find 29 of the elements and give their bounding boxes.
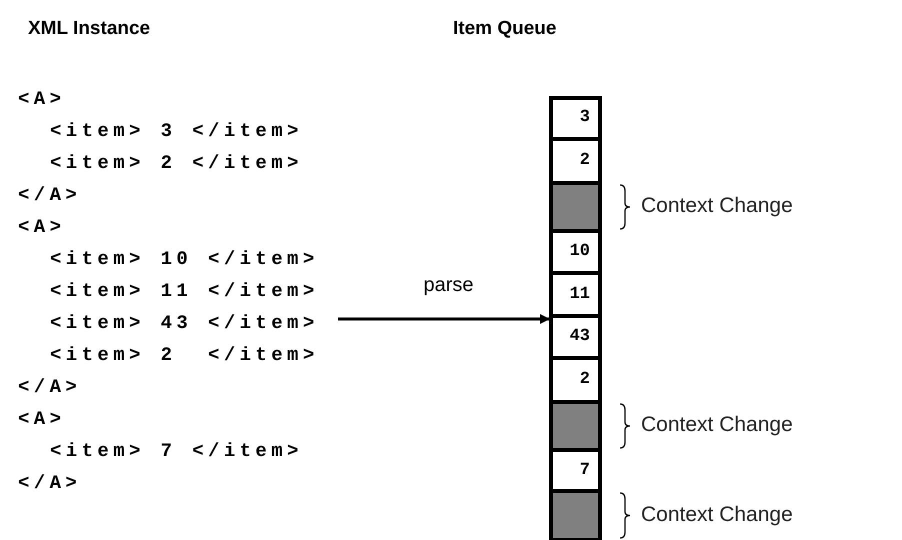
code-line: <item> 3 </item> — [50, 120, 304, 142]
code-line: <item> 2 </item> — [50, 152, 304, 174]
shaded-cell — [551, 183, 600, 231]
queue-cell: 2 — [551, 358, 600, 402]
code-line: </A> — [18, 184, 82, 206]
queue-cell: 10 — [551, 231, 600, 273]
queue-cell: 11 — [551, 273, 600, 316]
code-line: <item> 43 </item> — [50, 312, 320, 334]
code-line: <A> — [18, 216, 66, 238]
code-line: <item> 7 </item> — [50, 440, 304, 462]
queue-cell: 43 — [551, 316, 600, 358]
shaded-cell — [551, 402, 600, 450]
shaded-cell — [551, 491, 600, 540]
code-line: <A> — [18, 88, 66, 110]
code-line: <item> 2 </item> — [50, 344, 320, 366]
arrow — [338, 314, 550, 324]
side-note: Context Change — [641, 194, 793, 218]
side-note: Context Change — [641, 413, 793, 437]
code-line: <item> 10 </item> — [50, 248, 320, 270]
code-line: </A> — [18, 376, 82, 398]
code-line: <A> — [18, 408, 66, 430]
side-note: Context Change — [641, 502, 793, 526]
heading: XML Instance — [28, 18, 150, 40]
queue-cell: 7 — [551, 450, 600, 491]
heading: Item Queue — [453, 18, 556, 40]
queue-cell: 2 — [551, 139, 600, 183]
code-line: </A> — [18, 472, 82, 494]
code-line: <item> 11 </item> — [50, 280, 320, 302]
queue-column — [549, 96, 602, 540]
